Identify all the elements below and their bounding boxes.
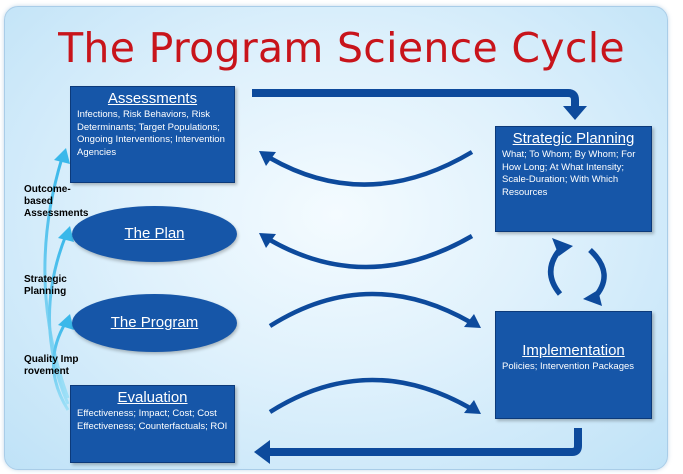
curved-arrow-2 bbox=[259, 233, 474, 270]
the-program-oval: The Program bbox=[72, 294, 237, 352]
assessments-heading: Assessments bbox=[107, 90, 198, 107]
outcome-based-assessments-label: Outcome-based Assessments bbox=[24, 184, 89, 219]
strategic-planning-box: Strategic Planning What; To Whom; By Who… bbox=[495, 126, 652, 232]
the-plan-oval: The Plan bbox=[72, 206, 237, 262]
the-program-label: The Program bbox=[110, 314, 199, 331]
curved-arrow-3 bbox=[268, 291, 481, 328]
quality-improvement-label: Quality Improvement bbox=[24, 354, 79, 377]
cycle-arrow-right bbox=[583, 247, 607, 306]
feedback-arrows bbox=[43, 148, 74, 411]
strategic-planning-side-label: Strategic Planning bbox=[24, 274, 67, 297]
implementation-body: Policies; Intervention Packages bbox=[502, 361, 635, 372]
evaluation-heading: Evaluation bbox=[117, 389, 188, 406]
diagram-title: The Program Science Cycle bbox=[58, 24, 625, 72]
assessments-body: Infections, Risk Behaviors, Risk Determi… bbox=[77, 109, 225, 158]
evaluation-box: Evaluation Effectiveness; Impact; Cost; … bbox=[70, 385, 235, 463]
arrow-to-evaluation bbox=[254, 428, 582, 464]
the-plan-label: The Plan bbox=[124, 225, 185, 242]
strategic-planning-heading: Strategic Planning bbox=[512, 130, 635, 147]
implementation-heading: Implementation bbox=[522, 342, 625, 359]
strategic-planning-body: What; To Whom; By Whom; For How Long; At… bbox=[502, 149, 636, 198]
curved-arrow-4 bbox=[268, 377, 481, 414]
implementation-box: Implementation Policies; Intervention Pa… bbox=[495, 311, 652, 419]
evaluation-body: Effectiveness; Impact; Cost; Cost Effect… bbox=[77, 408, 228, 432]
assessments-box: Assessments Infections, Risk Behaviors, … bbox=[70, 86, 235, 183]
cycle-arrow-left bbox=[548, 238, 573, 296]
curved-arrow-1 bbox=[259, 150, 474, 187]
arrow-to-strategic-planning bbox=[252, 89, 587, 120]
